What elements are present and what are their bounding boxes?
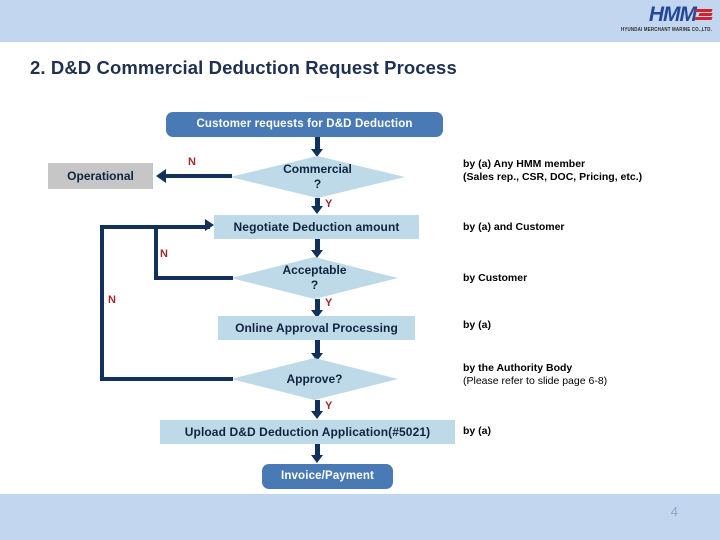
flow-node-online-approval-label: Online Approval Processing (235, 320, 398, 335)
arrowhead-commercial-to-negotiate (311, 206, 323, 214)
connector-approve-to-upload (315, 400, 320, 413)
note-commercial-line1: by (a) Any HMM member (463, 158, 586, 170)
connector-start-to-commercial (315, 137, 320, 151)
logo-wordmark: HMM (594, 3, 713, 26)
flow-node-invoice-label: Invoice/Payment (280, 470, 374, 483)
footer-band (0, 494, 720, 540)
page-number: 4 (670, 504, 678, 519)
note-negotiate-line1: by (a) and Customer (463, 221, 565, 233)
arrowhead-negotiate-to-acceptable (311, 250, 323, 258)
note-upload-line1: by (a) (463, 425, 492, 437)
note-approve-line1: by the Authority Body (463, 362, 573, 374)
arrowhead-start-to-commercial (311, 149, 323, 157)
flow-node-commercial-text: Commercial (283, 162, 352, 176)
note-upload: by (a) (463, 425, 491, 438)
note-approve: by the Authority Body (Please refer to s… (463, 362, 607, 389)
flow-node-upload: Upload D&D Deduction Application(#5021) (160, 420, 455, 444)
connector-approve-no-vertical (100, 225, 104, 381)
hmm-logo: HMM HYUNDAI MERCHANT MARINE CO.,LTD. (594, 3, 713, 40)
connector-acceptable-no-horizontal (154, 276, 233, 280)
note-acceptable-line1: by Customer (463, 272, 528, 284)
flow-node-acceptable: Acceptable ? (231, 257, 398, 299)
logo-stripes-icon (694, 9, 713, 23)
arrowhead-acceptable-to-online (311, 310, 323, 318)
flow-node-online-approval: Online Approval Processing (218, 316, 415, 340)
header-band (0, 0, 720, 42)
flow-node-approve-label: Approve? (286, 371, 343, 386)
flow-node-commercial-question: ? (313, 177, 322, 191)
flow-node-commercial: Commercial ? (230, 156, 405, 198)
note-online-line1: by (a) (463, 319, 492, 331)
connector-approve-no-horizontal (100, 377, 233, 381)
flow-node-acceptable-question: ? (310, 278, 319, 292)
note-acceptable: by Customer (463, 272, 527, 285)
branch-label-approve-no: N (108, 294, 117, 306)
flow-node-commercial-label: Commercial ? (230, 162, 405, 192)
flow-node-start: Customer requests for D&D Deduction (166, 112, 443, 137)
connector-online-to-approve (315, 340, 320, 355)
flow-node-negotiate-label: Negotiate Deduction amount (233, 219, 400, 234)
branch-label-acceptable-no: N (160, 248, 169, 260)
arrowhead-approve-to-upload (311, 411, 323, 419)
flow-node-start-label: Customer requests for D&D Deduction (196, 118, 413, 131)
arrowhead-commercial-to-operational (156, 169, 166, 183)
page-title: 2. D&D Commercial Deduction Request Proc… (30, 57, 457, 78)
arrowhead-online-to-approve (311, 353, 323, 361)
note-commercial-line2: (Sales rep., CSR, DOC, Pricing, etc.) (463, 171, 643, 184)
arrowhead-feedback-to-negotiate (205, 219, 214, 231)
branch-label-commercial-yes: Y (325, 198, 333, 210)
connector-approve-no-return (100, 225, 210, 229)
connector-commercial-to-negotiate (315, 198, 320, 208)
connector-upload-to-invoice (315, 444, 320, 457)
note-negotiate: by (a) and Customer (463, 221, 565, 234)
flow-node-negotiate: Negotiate Deduction amount (214, 215, 419, 239)
flow-node-acceptable-label: Acceptable ? (231, 263, 398, 293)
flow-node-acceptable-text: Acceptable (282, 263, 347, 277)
connector-acceptable-no-vertical (154, 225, 158, 280)
note-approve-line2: (Please refer to slide page 6-8) (463, 375, 608, 388)
note-online: by (a) (463, 319, 491, 332)
flow-node-approve: Approve? (231, 358, 398, 400)
logo-subtitle: HYUNDAI MERCHANT MARINE CO.,LTD. (621, 26, 712, 33)
arrowhead-upload-to-invoice (311, 455, 323, 463)
branch-label-commercial-no: N (188, 156, 197, 168)
flow-node-operational-label: Operational (67, 168, 134, 183)
logo-wordmark-text: HMM (648, 3, 697, 26)
connector-negotiate-to-acceptable (315, 239, 320, 252)
note-commercial: by (a) Any HMM member (Sales rep., CSR, … (463, 158, 642, 185)
flow-node-operational: Operational (48, 163, 153, 189)
connector-acceptable-to-online (315, 299, 320, 312)
branch-label-acceptable-yes: Y (325, 297, 333, 309)
flow-node-invoice: Invoice/Payment (262, 464, 393, 489)
branch-label-approve-yes: Y (325, 400, 333, 412)
flow-node-upload-label: Upload D&D Deduction Application(#5021) (184, 424, 431, 439)
connector-commercial-to-operational (166, 174, 232, 178)
